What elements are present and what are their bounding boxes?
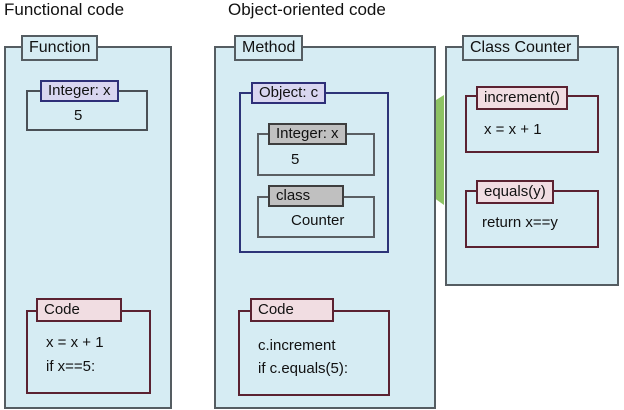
function-tab: Function [21,35,99,61]
class-counter-tab: Class Counter [462,35,580,61]
object-integer-value: 5 [291,151,300,168]
object-class-label: class [268,185,344,207]
equals-method-label: equals(y) [476,180,554,204]
method-code-label: Code [250,298,334,322]
method-tab: Method [234,35,304,61]
object-oriented-code-heading: Object-oriented code [228,0,386,19]
function-code-line-1: x = x + 1 [46,334,104,351]
increment-method-body: x = x + 1 [484,121,542,138]
function-integer-value: 5 [74,107,83,124]
function-code-box [26,310,151,394]
functional-code-heading: Functional code [4,0,125,19]
method-code-line-2: if c.equals(5): [258,360,349,377]
object-c-label: Object: c [251,82,327,104]
function-panel [4,46,172,409]
function-code-line-2: if x==5: [46,358,96,375]
equals-method-body: return x==y [482,214,558,231]
object-class-value: Counter [291,212,345,229]
class-counter-panel [445,46,619,286]
function-integer-label: Integer: x [40,80,119,102]
increment-method-label: increment() [476,86,568,110]
object-integer-label: Integer: x [268,123,347,145]
method-panel [214,46,436,409]
function-code-label: Code [36,298,122,322]
method-code-line-1: c.increment [258,337,336,354]
